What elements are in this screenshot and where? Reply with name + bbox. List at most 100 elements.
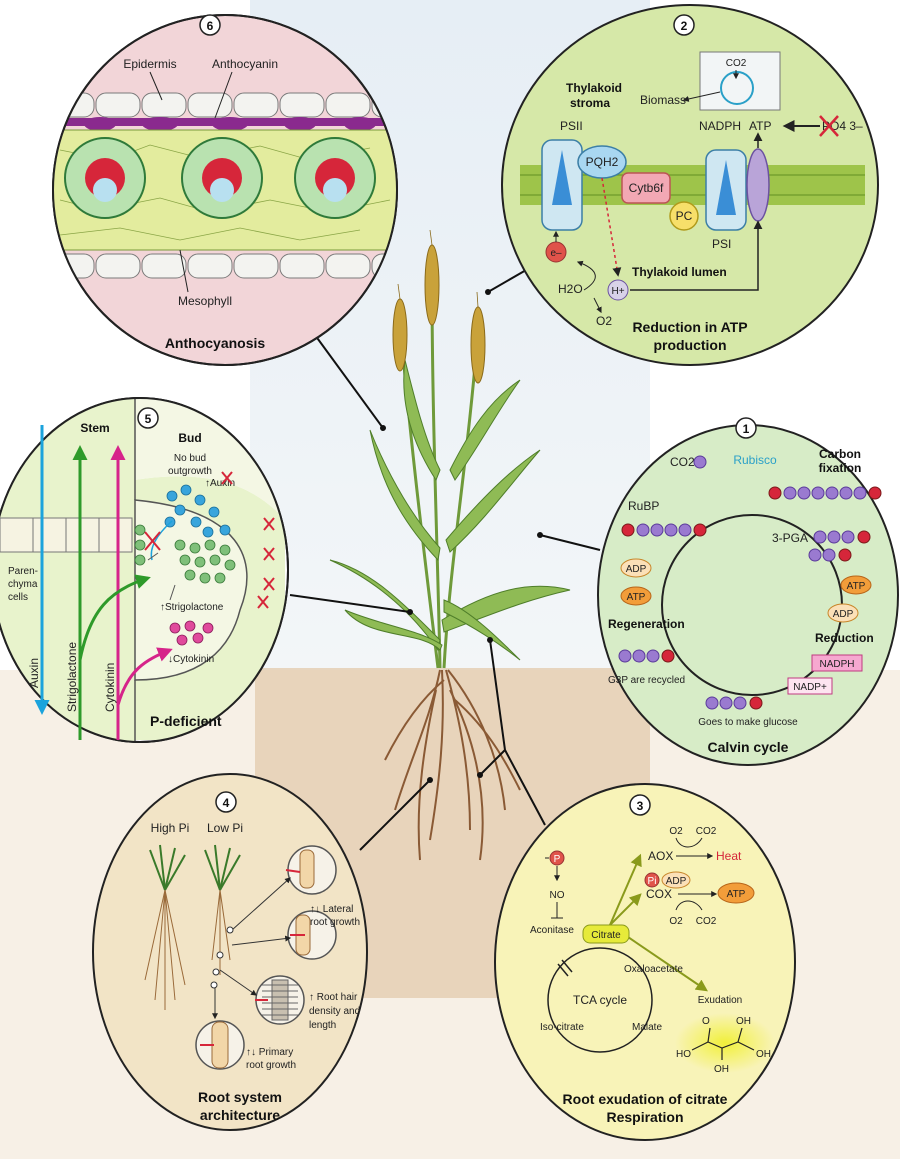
adp-left-label: ADP: [626, 564, 647, 575]
cycle-circle: [720, 71, 754, 105]
stroma-label-1: Thylakoid: [566, 81, 622, 95]
panel-p-deficient: 5 Stem Bud No bud outgrowth Auxin Strigo…: [0, 397, 289, 743]
anthocyanin-band: [53, 117, 397, 131]
citrate-o-top: O: [702, 1016, 710, 1027]
pi-label: Pi: [648, 876, 657, 887]
strigolactone-vertical-label: Strigolactone: [65, 642, 79, 712]
co2-bottom-label: CO2: [696, 916, 717, 927]
nadph-label: NADPH: [699, 119, 741, 133]
carbon-fixation-label-2: fixation: [819, 461, 862, 475]
psi-label: PSI: [712, 237, 731, 251]
plant-leaves: [329, 359, 571, 661]
pga-label: 3-PGA: [772, 531, 808, 545]
lumen-label: Thylakoid lumen: [632, 265, 727, 279]
citrate-box: [582, 924, 630, 944]
regeneration-label: Regeneration: [608, 617, 685, 631]
glucose-label: Goes to make glucose: [698, 717, 798, 728]
strigolactone-up-label: ↑Strigolactone: [160, 602, 224, 613]
panel-5-title: P-deficient: [150, 713, 222, 729]
pga-chain: [808, 530, 871, 562]
mini-plants: [149, 844, 241, 891]
panel-1-number: 1: [743, 422, 750, 436]
cox-label: COX: [646, 887, 672, 901]
h-plus-label: H+: [611, 286, 624, 297]
plant-ears: [392, 229, 486, 384]
aconitase-label: Aconitase: [530, 925, 574, 936]
psii-label: PSII: [560, 119, 583, 133]
citrate-oh-top: OH: [736, 1016, 751, 1027]
panel-6-number-badge: [199, 14, 221, 36]
rubp-chain: [621, 523, 707, 537]
panel-4-title-line2: architecture: [200, 1107, 280, 1123]
parenchyma-label-3: cells: [8, 592, 28, 603]
nadph-label: NADPH: [819, 659, 854, 670]
panel-5-number: 5: [145, 412, 152, 426]
electron-label: e–: [550, 248, 562, 259]
panel-4-number: 4: [223, 796, 230, 810]
wheat-plant: [329, 229, 571, 861]
panel-1-title: Calvin cycle: [708, 739, 789, 755]
strigolactone-molecules: [134, 524, 236, 584]
reduction-label: Reduction: [815, 631, 874, 645]
atp-right-label: ATP: [847, 581, 866, 592]
panel-root-architecture: 4 High Pi Low Pi: [92, 773, 368, 1131]
panel-anthocyanosis: 6 Epidermis Anthocyanin Mesophyll Anthoc…: [52, 14, 398, 366]
rubp-label: RuBP: [628, 499, 659, 513]
biomass-label: Biomass: [640, 93, 686, 107]
mesophyll-label: Mesophyll: [178, 294, 232, 308]
primary-root-label-1: ↑↓ Primary: [246, 1047, 293, 1058]
panel-atp-production: 2 Thylakoid stroma CO2 Biomass NADPH ATP…: [501, 4, 879, 366]
adp-right-label: ADP: [833, 609, 854, 620]
phosphate-label: P: [554, 854, 561, 865]
atp-synthase: [746, 148, 770, 222]
auxin-up-label: ↑Auxin: [205, 478, 235, 489]
glucose-chain: [705, 696, 763, 710]
exudation-label: Exudation: [698, 995, 742, 1006]
pc-label: PC: [676, 209, 693, 223]
tca-cycle-ring: [547, 947, 653, 1053]
lateral-root-label-2: root growth: [310, 917, 360, 928]
plant-roots: [384, 669, 521, 861]
oxaloacetate-label: Oxaloacetate: [624, 964, 683, 975]
bud-label: Bud: [178, 431, 201, 445]
mini-roots: [144, 889, 231, 1010]
root-nodes: [210, 926, 234, 989]
citrate-label: Citrate: [591, 930, 621, 941]
atp-left-label: ATP: [627, 592, 646, 603]
o2-bottom-label: O2: [669, 916, 683, 927]
panel-calvin-cycle: 1 CO2 Rubisco Carbon fixation RuBP 3-PGA: [597, 417, 899, 766]
atp-label: ATP: [727, 889, 746, 900]
co2-label: CO2: [726, 58, 747, 69]
panel-2-number: 2: [681, 19, 688, 33]
heat-label: Heat: [716, 849, 742, 863]
root-hair-label-1: ↑ Root hair: [309, 992, 358, 1003]
parenchyma-label-2: chyma: [8, 579, 38, 590]
panel-3-circle: [494, 783, 796, 1141]
citrate-oh-bottom: OH: [714, 1064, 729, 1075]
epidermis-label: Epidermis: [123, 57, 176, 71]
no-label: NO: [550, 890, 565, 901]
lateral-root-label-1: ↑↓ Lateral: [310, 904, 353, 915]
o2-label: O2: [596, 314, 612, 328]
atp-label: ATP: [749, 119, 771, 133]
panel-2-title-line1: Reduction in ATP: [632, 319, 747, 335]
panel-6-number: 6: [207, 19, 214, 33]
co2-label: CO2: [670, 455, 695, 469]
connector-dots: [380, 289, 543, 783]
co2-top-label: CO2: [696, 826, 717, 837]
high-pi-label: High Pi: [151, 821, 190, 835]
cytb6f-complex: [621, 172, 671, 204]
pc-shape: [669, 201, 699, 231]
o2-top-label: O2: [669, 826, 683, 837]
calvin-box: [699, 51, 781, 111]
cytokinin-down-label: ↓Cytokinin: [168, 654, 214, 665]
root-hair-label-2: density and: [309, 1006, 360, 1017]
citrate-glow: [675, 1013, 775, 1073]
auxin-vertical-label: Auxin: [27, 658, 41, 688]
auxin-molecules: [164, 484, 231, 538]
anthocyanin-label: Anthocyanin: [212, 57, 278, 71]
aox-label: AOX: [648, 849, 673, 863]
root-hair-label-3: length: [309, 1020, 336, 1031]
